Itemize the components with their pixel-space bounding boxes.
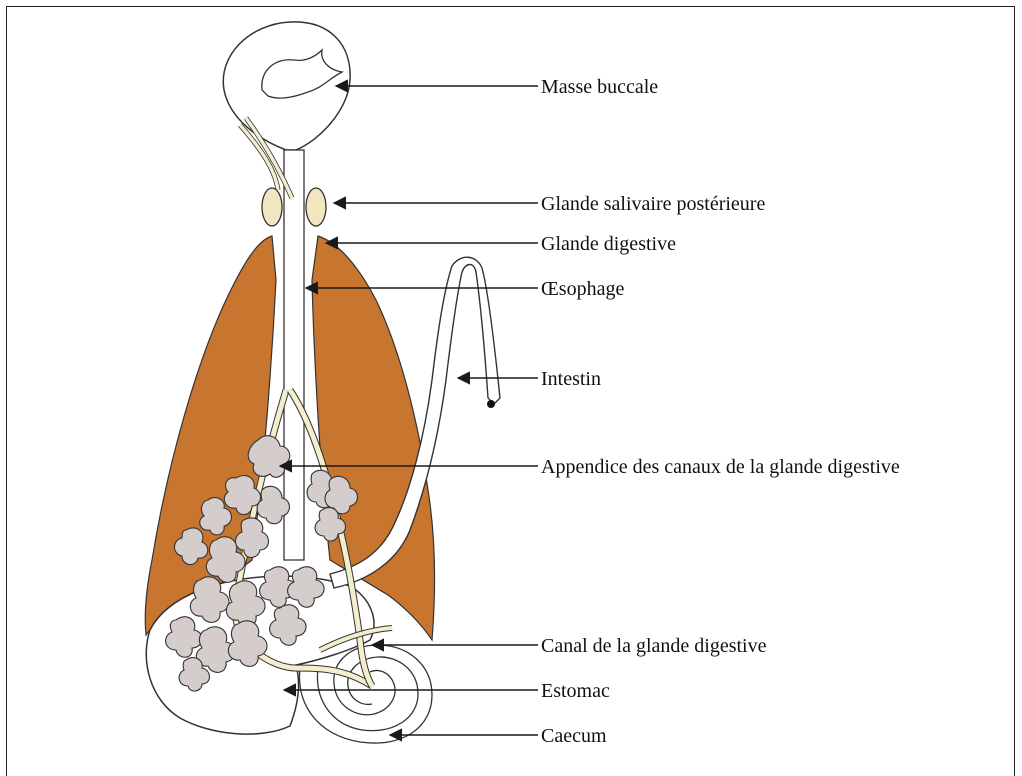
- label-intestin: Intestin: [541, 368, 601, 390]
- label-glande-digestive: Glande digestive: [541, 233, 676, 255]
- anus-dot: [487, 400, 495, 408]
- label-caecum: Caecum: [541, 725, 607, 747]
- digestive-gland-right-lobe: [312, 236, 435, 640]
- labels: Masse buccale Glande salivaire postérieu…: [541, 76, 900, 747]
- label-glande-salivaire: Glande salivaire postérieure: [541, 193, 765, 215]
- label-masse-buccale: Masse buccale: [541, 76, 658, 98]
- label-canal: Canal de la glande digestive: [541, 635, 767, 657]
- label-appendice: Appendice des canaux de la glande digest…: [541, 456, 900, 478]
- oesophagus: [284, 150, 304, 560]
- label-estomac: Estomac: [541, 680, 610, 702]
- label-oesophage: Œsophage: [541, 278, 624, 300]
